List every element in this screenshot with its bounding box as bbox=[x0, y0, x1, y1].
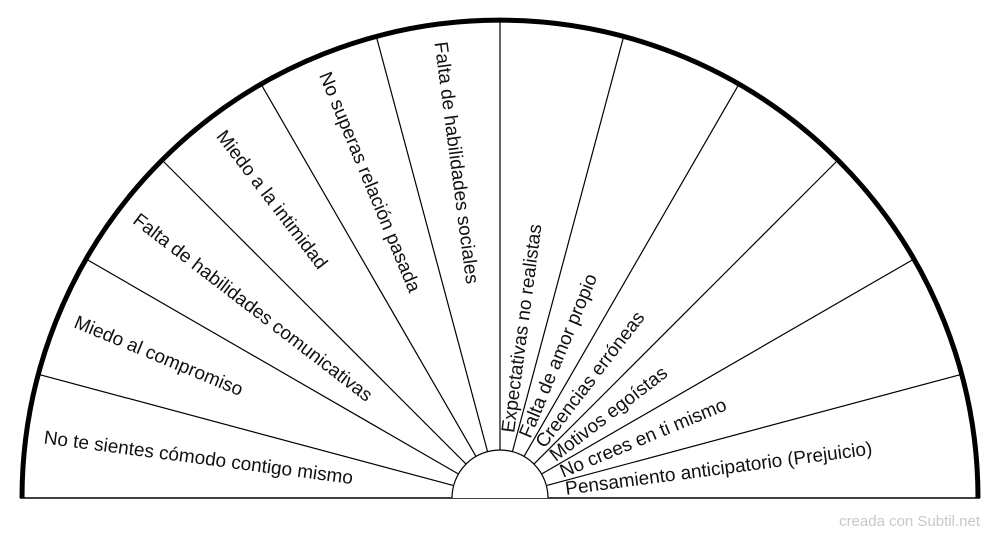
segment-label: No te sientes cómodo contigo mismo bbox=[43, 428, 355, 489]
segment: Miedo a la intimidad bbox=[212, 127, 332, 274]
segment-divider bbox=[38, 373, 454, 487]
segment-divider bbox=[260, 83, 477, 457]
segment-divider bbox=[546, 373, 962, 487]
segment: Falta de habilidades sociales bbox=[430, 41, 483, 286]
segment: Falta de habilidades comunicativas bbox=[129, 210, 376, 407]
segment: No superas relación pasada bbox=[314, 69, 424, 296]
segment-label: No superas relación pasada bbox=[314, 69, 424, 296]
segment-label: Miedo al compromiso bbox=[71, 312, 246, 401]
segment: No te sientes cómodo contigo mismo bbox=[43, 428, 355, 489]
credit-text: creada con Subtil.net bbox=[839, 513, 980, 530]
segment-divider bbox=[523, 83, 740, 457]
center-hub bbox=[451, 449, 549, 499]
segment-divider bbox=[161, 159, 467, 465]
segment-divider bbox=[541, 258, 915, 475]
segment-divider bbox=[85, 258, 459, 475]
segment-label: Falta de habilidades sociales bbox=[430, 41, 483, 286]
segment-label: Miedo a la intimidad bbox=[212, 127, 332, 274]
segment-divider bbox=[533, 159, 839, 465]
segment-divider bbox=[375, 36, 489, 452]
segment: Miedo al compromiso bbox=[71, 312, 246, 401]
segment-divider bbox=[511, 36, 625, 452]
segment-label: Falta de habilidades comunicativas bbox=[129, 210, 376, 407]
